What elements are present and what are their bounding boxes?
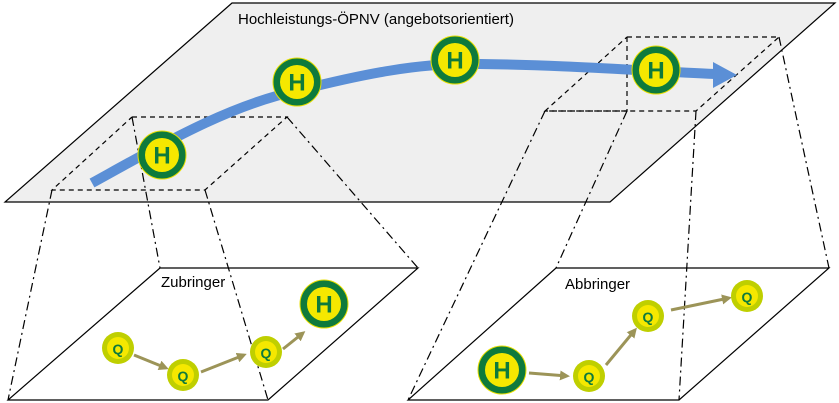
h-stop-letter: H xyxy=(647,58,664,85)
q-stop-letter: Q xyxy=(178,368,189,384)
feeder-arrows-left xyxy=(133,331,306,374)
h-stop-letter: H xyxy=(446,48,463,75)
right-plane-label: Abbringer xyxy=(565,276,630,293)
h-stop-letter: H xyxy=(288,70,305,97)
q-stop: Q xyxy=(102,332,134,364)
h-stop-letter: H xyxy=(315,292,332,319)
distributor-arrows-right xyxy=(528,294,732,381)
main-route xyxy=(89,58,737,188)
q-stop-letter: Q xyxy=(742,289,753,305)
projection-lines xyxy=(7,36,830,401)
q-stop: Q xyxy=(250,336,282,368)
q-stop: Q xyxy=(167,359,199,391)
left-plane-label: Zubringer xyxy=(161,274,225,291)
q-stop-letter: Q xyxy=(584,369,595,385)
h-stop: H xyxy=(430,35,480,85)
q-stop: Q xyxy=(731,280,763,312)
q-stop-letter: Q xyxy=(113,341,124,357)
h-stop: H xyxy=(272,57,322,107)
h-stop: H xyxy=(477,345,527,395)
h-stop: H xyxy=(137,130,187,180)
h-stop: H xyxy=(631,45,681,95)
q-stop-letter: Q xyxy=(261,345,272,361)
q-stop: Q xyxy=(632,300,664,332)
top-plane-label: Hochleistungs-ÖPNV (angebotsorientiert) xyxy=(238,10,514,28)
q-stop-letter: Q xyxy=(643,309,654,325)
h-stop: H xyxy=(299,279,349,329)
top-plane xyxy=(3,2,837,203)
h-stop-letter: H xyxy=(153,143,170,170)
q-stop: Q xyxy=(573,360,605,392)
h-stop-letter: H xyxy=(493,358,510,385)
